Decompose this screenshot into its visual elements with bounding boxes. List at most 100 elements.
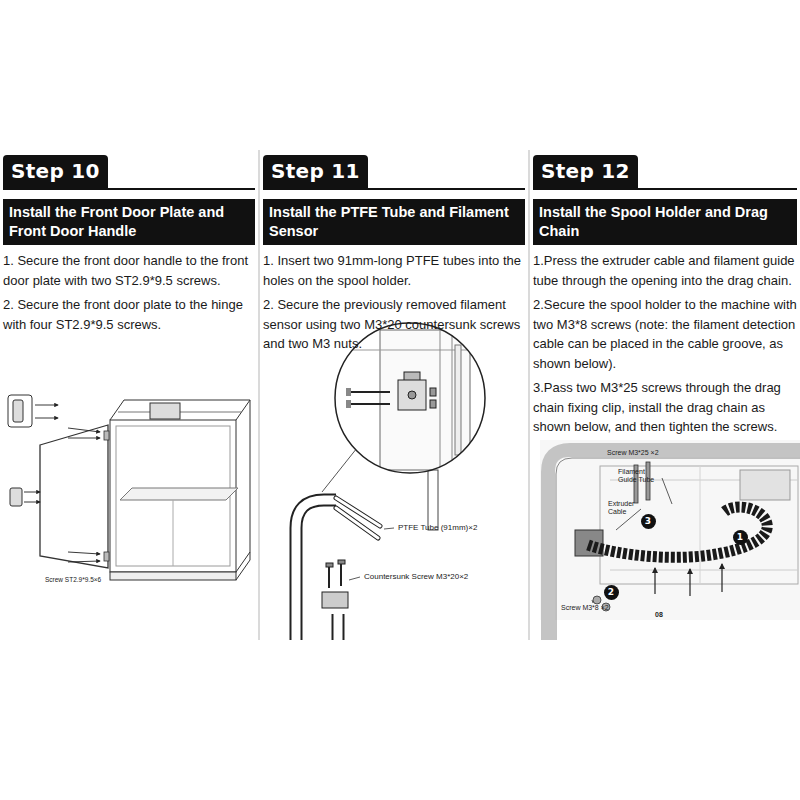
step-tab: Step 10 xyxy=(3,155,108,188)
screw-arrow xyxy=(68,561,100,562)
zoom-detail xyxy=(452,323,453,473)
part-label: Screw M3*8 ×2 xyxy=(561,604,609,612)
step-title: Install the PTFE Tube and Filament Senso… xyxy=(269,203,519,241)
callout-number: 1 xyxy=(733,530,748,545)
filament-sensor xyxy=(326,563,333,567)
direction-arrow xyxy=(689,569,690,596)
zoom-detail xyxy=(398,380,426,410)
direction-arrow xyxy=(655,564,722,596)
instruction-text: 2. Secure the previously removed filamen… xyxy=(263,295,525,354)
leader-line xyxy=(592,478,672,603)
spool-holder xyxy=(296,500,336,640)
step-column: Step 12 Install the Spool Holder and Drag… xyxy=(533,155,797,437)
spool-holder xyxy=(332,614,345,640)
step-number: Step 11 xyxy=(271,156,360,186)
door-handle xyxy=(13,400,23,422)
zoom-detail xyxy=(351,391,390,393)
step-header-bar: Install the Front Door Plate and Front D… xyxy=(3,199,255,245)
leader-line xyxy=(349,577,360,580)
filament-sensor xyxy=(322,560,348,608)
leader-line xyxy=(384,528,394,529)
door-handle xyxy=(10,488,22,506)
front-door-plate xyxy=(40,425,109,568)
zoom-detail xyxy=(408,391,416,399)
direction-arrow xyxy=(654,568,655,594)
filament-sensor xyxy=(340,564,342,586)
step-header-bar: Install the PTFE Tube and Filament Senso… xyxy=(263,199,525,245)
callout-digit: 1 xyxy=(737,533,743,542)
spool-holder xyxy=(334,614,343,640)
ptfe-tube xyxy=(336,508,378,538)
part-label: Countersunk Screw M3*20×2 xyxy=(364,572,468,581)
printer-illustration xyxy=(236,552,250,572)
front-door-plate xyxy=(40,425,108,568)
front-door-plate xyxy=(104,431,109,440)
machine-frame xyxy=(322,448,357,492)
zoom-detail xyxy=(346,400,351,408)
part-label: Screw M3*25 ×2 xyxy=(607,449,659,457)
door-handle xyxy=(8,395,32,506)
instruction-text: 2. Secure the front door plate to the hi… xyxy=(3,295,255,334)
instruction-text: 1. Insert two 91mm-long PTFE tubes into … xyxy=(263,251,525,290)
printer-photo xyxy=(700,466,701,584)
zoom-detail xyxy=(380,330,470,470)
front-door-plate xyxy=(104,552,109,561)
printer-illustration xyxy=(120,488,238,500)
step-number: Step 10 xyxy=(11,156,100,186)
callout-number: 2 xyxy=(604,585,619,600)
column-divider xyxy=(259,150,529,640)
screw-arrow xyxy=(68,428,100,432)
part-label: Screw ST2.9*9.5×6 xyxy=(45,576,101,583)
machine-frame xyxy=(428,470,438,530)
zoom-detail xyxy=(346,388,351,396)
ptfe-tube xyxy=(336,508,378,538)
step-title: Install the Front Door Plate and Front D… xyxy=(9,203,249,241)
printer-photo xyxy=(540,440,800,640)
leader-line xyxy=(662,478,672,504)
printer-illustration xyxy=(173,500,174,566)
printer-photo xyxy=(740,470,790,500)
door-handle xyxy=(8,395,32,427)
printer-illustration xyxy=(110,400,124,420)
screw-arrow xyxy=(35,405,58,406)
part-label: Extruder Cable xyxy=(608,500,640,516)
screw-arrow xyxy=(68,428,100,562)
instruction-text: 1. Secure the front door handle to the f… xyxy=(3,251,255,290)
printer-photo xyxy=(540,440,800,620)
printer-illustration xyxy=(250,552,251,560)
screw-arrow xyxy=(24,492,40,493)
step-tab-rule: Step 11 xyxy=(263,155,525,190)
filament-sensor xyxy=(338,560,345,564)
ptfe-tube xyxy=(336,498,380,538)
step-tab-rule: Step 12 xyxy=(533,155,797,190)
screw-arrow xyxy=(24,502,40,503)
step-tab: Step 12 xyxy=(533,155,638,188)
step-title: Install the Spool Holder and Drag Chain xyxy=(539,203,791,241)
printer-photo xyxy=(556,458,800,640)
step-tab: Step 11 xyxy=(263,155,368,188)
direction-arrow xyxy=(721,564,722,592)
column-divider xyxy=(529,150,530,640)
step-number: Step 12 xyxy=(541,156,630,186)
printer-illustration xyxy=(236,560,250,580)
instruction-text: 2.Secure the spool holder to the machine… xyxy=(533,295,797,373)
callout-digit: 3 xyxy=(645,517,651,526)
zoom-detail xyxy=(440,323,441,473)
part-label: Filament Guide Tube xyxy=(618,468,660,484)
step-column: Step 10 Install the Front Door Plate and … xyxy=(3,155,255,334)
printer-photo xyxy=(593,596,601,604)
zoom-detail xyxy=(430,388,436,396)
instruction-text: 3.Pass two M3*25 screws through the drag… xyxy=(533,378,797,437)
filament-sensor xyxy=(322,592,348,608)
printer-illustration xyxy=(150,403,180,419)
column-divider xyxy=(259,150,260,640)
step-tab-rule: Step 10 xyxy=(3,155,255,190)
screw-arrow xyxy=(35,418,58,419)
screw-arrow xyxy=(68,438,100,439)
spool-holder xyxy=(296,500,336,640)
step-header-bar: Install the Spool Holder and Drag Chain xyxy=(533,199,797,245)
callout-number: 3 xyxy=(641,514,656,529)
spool-holder xyxy=(296,500,338,640)
callout-digit: 2 xyxy=(608,588,614,597)
